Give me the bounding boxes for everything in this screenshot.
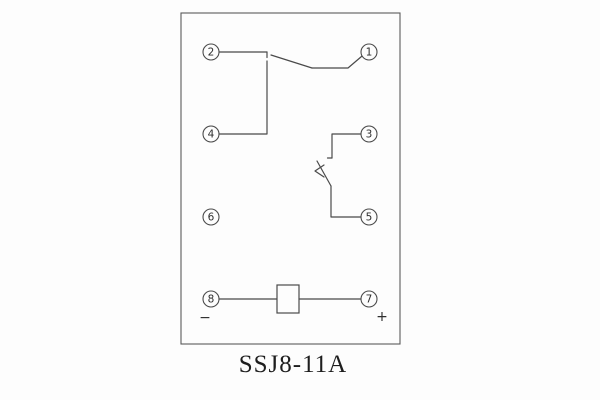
terminal-3: 3 [360, 125, 378, 143]
terminal-6: 6 [202, 208, 220, 226]
terminal-1: 1 [360, 43, 378, 61]
actuator-arrow-icon [314, 164, 325, 178]
wire-terminal1 [311, 55, 363, 69]
terminal-2-circle [202, 43, 220, 61]
terminal-8-label: 8 [208, 294, 215, 306]
wire-terminal5 [330, 185, 362, 218]
relay-case-outline [180, 12, 401, 345]
terminal-8-circle [202, 290, 220, 308]
wire-terminal4 [218, 60, 268, 135]
contact-3-5 [314, 133, 362, 218]
terminal-1-label: 1 [366, 47, 373, 59]
terminal-5-label: 5 [366, 212, 373, 224]
terminal-5: 5 [360, 208, 378, 226]
terminal-1-circle [360, 43, 378, 61]
terminal-4: 4 [202, 125, 220, 143]
terminal-3-label: 3 [366, 129, 373, 141]
contact-2-1-4 [218, 51, 363, 135]
contact-blade-right [316, 160, 332, 187]
terminal-7-circle [360, 290, 378, 308]
terminal-7: 7 [360, 290, 378, 308]
coil-circuit-8-7: − + [199, 284, 388, 326]
polarity-plus-label: + [376, 309, 388, 325]
coil-symbol [276, 284, 300, 314]
terminal-8: 8 [202, 290, 220, 308]
terminal-4-label: 4 [208, 129, 215, 141]
terminal-6-label: 6 [208, 212, 215, 224]
terminal-2-label: 2 [208, 47, 215, 59]
polarity-minus-label: − [199, 310, 211, 326]
terminal-6-circle [202, 208, 220, 226]
terminal-4-circle [202, 125, 220, 143]
wire-terminal3 [331, 133, 362, 159]
terminal-2: 2 [202, 43, 220, 61]
terminal-7-label: 7 [366, 294, 373, 306]
terminal-3-circle [360, 125, 378, 143]
terminal-5-circle [360, 208, 378, 226]
model-caption: SSJ8-11A [239, 351, 348, 378]
contact-blade-top [270, 54, 313, 69]
